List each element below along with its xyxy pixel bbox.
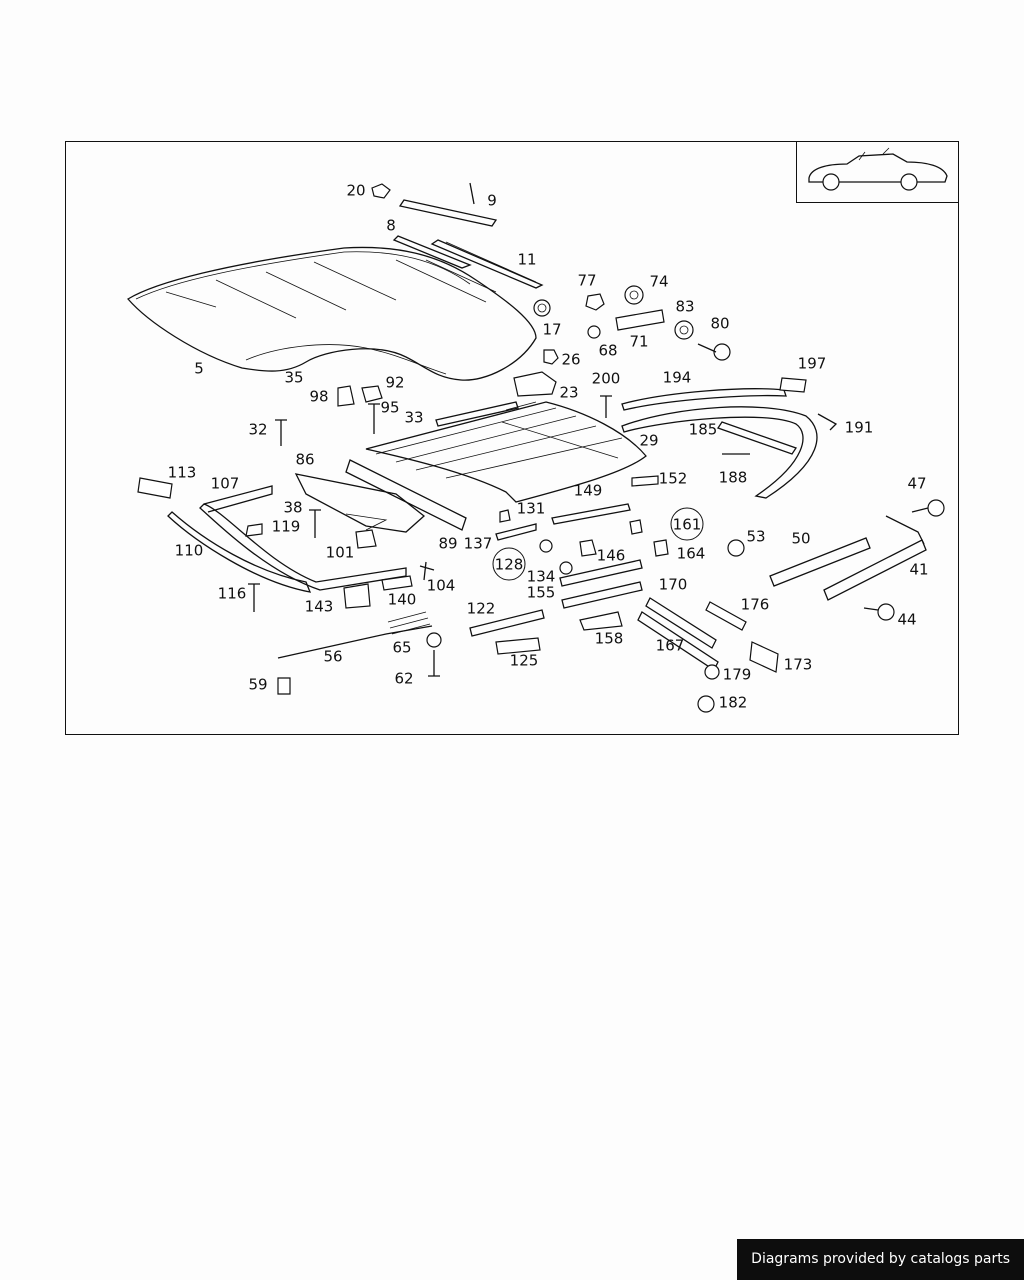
callout-label: 188 <box>718 468 748 487</box>
callout-label: 11 <box>517 250 537 269</box>
callout-label: 68 <box>598 341 618 360</box>
callout-label: 170 <box>658 575 688 594</box>
vehicle-thumbnail <box>796 141 959 203</box>
callout-label: 92 <box>385 373 405 392</box>
callout-label: 122 <box>466 599 496 618</box>
callout-label: 56 <box>323 647 343 666</box>
callout-label: 47 <box>907 474 927 493</box>
callout-label: 107 <box>210 474 240 493</box>
callout-label: 26 <box>561 350 581 369</box>
callout-label: 23 <box>559 383 579 402</box>
callout-label: 80 <box>710 314 730 333</box>
callout-label: 50 <box>791 529 811 548</box>
callout-label: 95 <box>380 398 400 417</box>
callout-label: 152 <box>658 469 688 488</box>
callout-label-circled: 128 <box>492 547 526 581</box>
callout-label: 143 <box>304 597 334 616</box>
callout-label: 9 <box>487 191 497 210</box>
callout-label: 164 <box>676 544 706 563</box>
callout-label: 8 <box>386 216 396 235</box>
callout-label: 5 <box>194 359 204 378</box>
callout-label: 185 <box>688 420 718 439</box>
callout-label: 116 <box>217 584 247 603</box>
callout-label: 110 <box>174 541 204 560</box>
callout-label: 179 <box>722 665 752 684</box>
attribution-banner: Diagrams provided by catalogs parts <box>737 1239 1024 1280</box>
callout-label: 35 <box>284 368 304 387</box>
callout-label: 62 <box>394 669 414 688</box>
callout-label: 200 <box>591 369 621 388</box>
callout-label: 104 <box>426 576 456 595</box>
callout-label: 89 <box>438 534 458 553</box>
callout-label: 59 <box>248 675 268 694</box>
callout-label: 53 <box>746 527 766 546</box>
callout-label: 86 <box>295 450 315 469</box>
callout-label: 197 <box>797 354 827 373</box>
callout-label: 125 <box>509 651 539 670</box>
callout-label: 131 <box>516 499 546 518</box>
callout-label: 33 <box>404 408 424 427</box>
callout-label: 155 <box>526 583 556 602</box>
callout-label: 173 <box>783 655 813 674</box>
callout-label: 137 <box>463 534 493 553</box>
callout-label: 44 <box>897 610 917 629</box>
callout-label: 74 <box>649 272 669 291</box>
callout-label: 191 <box>844 418 874 437</box>
callout-label: 17 <box>542 320 562 339</box>
callout-label: 119 <box>271 517 301 536</box>
callout-label: 20 <box>346 181 366 200</box>
callout-label: 38 <box>283 498 303 517</box>
callout-label: 101 <box>325 543 355 562</box>
callout-label: 113 <box>167 463 197 482</box>
callout-label: 77 <box>577 271 597 290</box>
callout-label: 176 <box>740 595 770 614</box>
callout-label: 158 <box>594 629 624 648</box>
callout-label: 140 <box>387 590 417 609</box>
callout-label: 29 <box>639 431 659 450</box>
callout-label: 32 <box>248 420 268 439</box>
callout-label: 149 <box>573 481 603 500</box>
parts-diagram <box>65 141 959 735</box>
callout-label: 194 <box>662 368 692 387</box>
callout-label: 134 <box>526 567 556 586</box>
callout-label: 98 <box>309 387 329 406</box>
callout-label: 65 <box>392 638 412 657</box>
callout-label: 83 <box>675 297 695 316</box>
callout-label-circled: 161 <box>670 507 704 541</box>
callout-label: 182 <box>718 693 748 712</box>
exploded-view-drawing <box>127 182 945 713</box>
callout-label: 41 <box>909 560 929 579</box>
callout-label: 71 <box>629 332 649 351</box>
callout-label: 146 <box>596 546 626 565</box>
convertible-car-icon <box>808 147 948 191</box>
callout-label: 167 <box>655 636 685 655</box>
